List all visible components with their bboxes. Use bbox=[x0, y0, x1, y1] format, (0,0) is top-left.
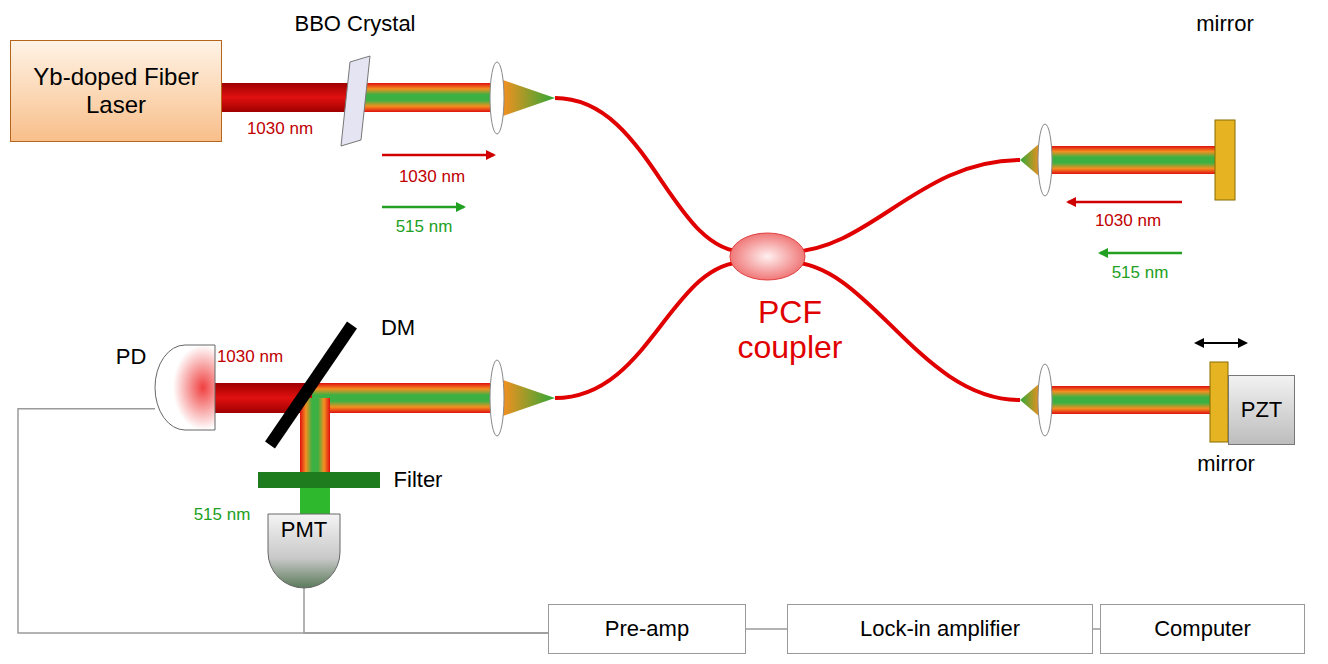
pd-node: PD bbox=[155, 345, 215, 430]
part-label: BBO Crystal bbox=[294, 12, 415, 36]
focus-cone bbox=[503, 380, 555, 416]
process-box: Lock-in amplifier bbox=[787, 604, 1093, 654]
part-label: mirror bbox=[1196, 12, 1253, 36]
direction-arrow bbox=[1100, 252, 1182, 255]
mixed-beam bbox=[310, 383, 492, 413]
wavelength-label: 1030 nm bbox=[217, 348, 283, 367]
direction-arrow bbox=[382, 206, 464, 209]
wavelength-label: 515 nm bbox=[1112, 264, 1169, 283]
coupler-ellipse bbox=[730, 233, 805, 280]
lens bbox=[490, 360, 504, 436]
node-label: PZT bbox=[1241, 397, 1283, 422]
signal-wire bbox=[18, 409, 548, 633]
direction-arrow bbox=[1068, 201, 1182, 204]
node-label: Computer bbox=[1154, 616, 1251, 641]
mixed-beam bbox=[358, 83, 492, 112]
mixed-beam bbox=[300, 398, 330, 472]
node-outline bbox=[730, 233, 805, 280]
mirror bbox=[1210, 362, 1228, 442]
node-label: Lock-in amplifier bbox=[860, 616, 1020, 641]
wavelength-label: 1030 nm bbox=[399, 168, 465, 187]
photomultiplier bbox=[268, 514, 340, 588]
process-box: Pre-amp bbox=[548, 604, 746, 654]
mixed-beam bbox=[1050, 386, 1211, 414]
mirror bbox=[1215, 120, 1235, 200]
signal-wire bbox=[746, 628, 787, 630]
wavelength-label: 1030 nm bbox=[1095, 212, 1161, 231]
photodiode bbox=[155, 345, 215, 430]
coupler-node: PCF coupler bbox=[730, 233, 805, 280]
node-label: Yb-doped Fiber Laser bbox=[21, 63, 211, 118]
dichroic-mirror bbox=[270, 325, 352, 445]
green-beam bbox=[300, 488, 330, 514]
node-outline bbox=[155, 345, 215, 430]
part-label: mirror bbox=[1197, 452, 1254, 476]
part-label: DM bbox=[381, 316, 415, 340]
process-box: Computer bbox=[1100, 604, 1305, 654]
laser-beam bbox=[222, 83, 352, 112]
signal-wire bbox=[1093, 628, 1100, 630]
focus-cone bbox=[1020, 143, 1040, 177]
node-label: PMT bbox=[268, 518, 340, 542]
node-label: Pre-amp bbox=[605, 616, 689, 641]
signal-wire bbox=[304, 588, 548, 633]
part-label: Filter bbox=[394, 468, 443, 492]
fiber bbox=[555, 98, 1020, 400]
node-label: PCF coupler bbox=[725, 295, 855, 365]
bbo-crystal bbox=[341, 56, 370, 146]
focus-cone bbox=[1020, 383, 1040, 417]
filter bbox=[258, 472, 380, 488]
node-label: PD bbox=[113, 345, 149, 369]
lens bbox=[1038, 124, 1052, 196]
pmt-node: PMT bbox=[268, 514, 340, 588]
mixed-beam bbox=[1050, 146, 1216, 174]
wavelength-label: 515 nm bbox=[396, 218, 453, 237]
wavelength-label: 1030 nm bbox=[247, 120, 313, 139]
wavelength-label: 515 nm bbox=[194, 506, 251, 525]
motion-arrow bbox=[1196, 342, 1246, 344]
lens bbox=[490, 62, 504, 134]
focus-cone bbox=[503, 80, 555, 116]
direction-arrow bbox=[382, 154, 494, 157]
lens bbox=[1038, 364, 1052, 436]
process-box: Yb-doped Fiber Laser bbox=[10, 40, 222, 142]
process-box: PZT bbox=[1228, 375, 1295, 445]
